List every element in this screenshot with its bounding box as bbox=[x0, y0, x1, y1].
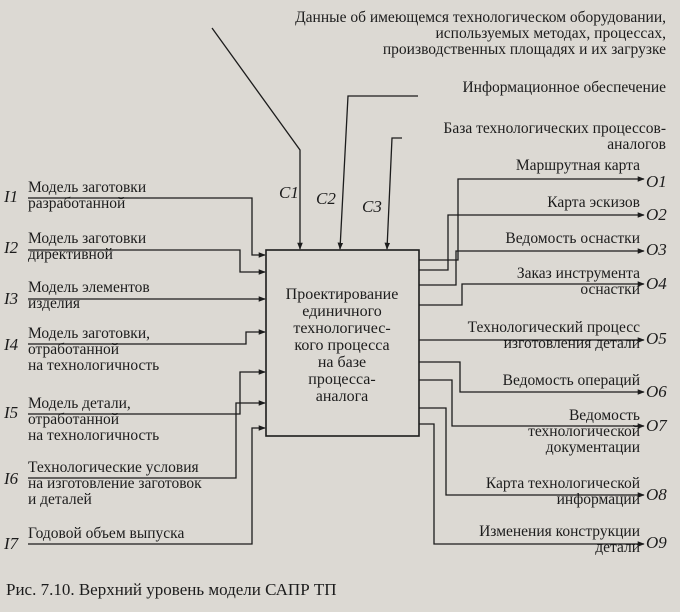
box-line: кого процесса bbox=[294, 337, 390, 354]
output-o4-arrow bbox=[419, 281, 645, 306]
output-code: O6 bbox=[646, 382, 667, 401]
control-c1-arrow bbox=[211, 27, 303, 250]
output-code: O7 bbox=[646, 416, 667, 435]
output-o6-label: Ведомость операций bbox=[502, 372, 640, 389]
input-i6-arrow bbox=[28, 400, 266, 479]
process-box bbox=[265, 249, 420, 437]
input-code: I3 bbox=[4, 289, 19, 308]
output-code: O1 bbox=[646, 172, 667, 191]
input-i2-arrow bbox=[28, 249, 266, 275]
input-i5-arrow bbox=[28, 369, 266, 415]
control-c1-label: Данные об имеющемся технологическом обор… bbox=[295, 9, 666, 58]
output-o3-label: Ведомость оснастки bbox=[505, 230, 640, 247]
control-code: C1 bbox=[279, 183, 299, 202]
output-o2-label: Карта эскизов bbox=[547, 194, 640, 211]
output-code: O9 bbox=[646, 533, 667, 552]
box-line: на базе bbox=[317, 354, 367, 371]
output-code: O4 bbox=[646, 274, 667, 293]
control-code: C3 bbox=[362, 197, 382, 216]
input-code: I6 bbox=[4, 469, 19, 488]
input-code: I5 bbox=[4, 403, 19, 422]
output-code: O3 bbox=[646, 240, 667, 259]
control-code: C2 bbox=[316, 189, 336, 208]
box-line: аналога bbox=[315, 388, 369, 405]
box-line: единичного bbox=[302, 303, 382, 320]
control-c3-arrow bbox=[384, 137, 402, 250]
output-code: O2 bbox=[646, 205, 667, 224]
input-code: I2 bbox=[4, 238, 19, 257]
output-o1-label: Маршрутная карта bbox=[515, 157, 640, 174]
input-code: I1 bbox=[4, 187, 19, 206]
input-i7-arrow bbox=[28, 425, 266, 545]
output-o8-arrow bbox=[419, 407, 645, 498]
output-o6-arrow bbox=[419, 361, 645, 395]
control-c3-label: База технологических процессов- аналогов bbox=[443, 120, 666, 153]
output-o3-arrow bbox=[419, 248, 645, 286]
output-code: O5 bbox=[646, 329, 667, 348]
input-i4-arrow bbox=[28, 329, 266, 345]
process-box-label: Проектирование единичного технологичес- … bbox=[266, 286, 418, 405]
input-i1-arrow bbox=[28, 197, 266, 258]
control-c2-label: Информационное обеспечение bbox=[462, 79, 666, 96]
control-c2-arrow bbox=[337, 95, 418, 250]
box-line: Проектирование bbox=[285, 286, 399, 303]
input-code: I7 bbox=[4, 534, 19, 553]
figure-caption: Рис. 7.10. Верхний уровень модели САПР Т… bbox=[6, 580, 337, 599]
output-code: O8 bbox=[646, 485, 667, 504]
output-o7-arrow bbox=[419, 379, 645, 429]
output-o2-arrow bbox=[419, 212, 645, 271]
output-o1-arrow bbox=[419, 176, 645, 261]
box-line: процесса- bbox=[308, 371, 376, 388]
input-code: I4 bbox=[4, 335, 19, 354]
box-line: технологичес- bbox=[293, 320, 391, 337]
input-i7-label: Годовой объем выпуска bbox=[28, 525, 185, 542]
output-o9-arrow bbox=[419, 423, 645, 547]
